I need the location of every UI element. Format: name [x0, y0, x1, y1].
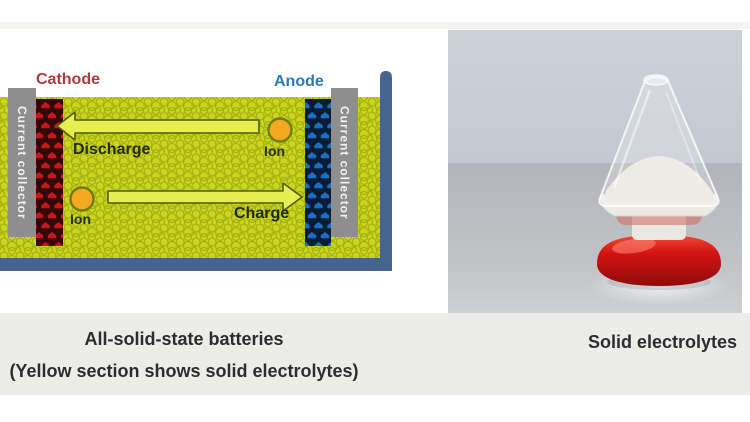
cone-top-opening: [643, 74, 669, 86]
cathode-electrode: [36, 99, 63, 246]
ion-circle-bottom: [69, 186, 95, 212]
electrolyte-powder: [605, 156, 714, 202]
current-collector-right: Current collector: [331, 88, 358, 237]
current-collector-right-label: Current collector: [337, 105, 352, 220]
vial-red-base: [597, 235, 721, 286]
current-collector-left-bar: [8, 88, 36, 237]
current-collector-left-label: Current collector: [15, 105, 29, 220]
top-divider-band: [0, 22, 750, 29]
glass-highlight-right: [665, 91, 701, 181]
ion-label-top: Ion: [264, 143, 285, 159]
current-collector-right-bar: [331, 88, 358, 237]
caption-band: All-solid-state batteries (Yellow sectio…: [0, 313, 750, 395]
charge-arrow: [107, 182, 303, 212]
right-caption: Solid electrolytes: [587, 332, 737, 352]
left-caption-title: All-solid-state batteries: [84, 329, 284, 349]
ion-circle-top: [267, 117, 293, 143]
charge-label: Charge: [234, 205, 290, 222]
discharge-label: Discharge: [73, 141, 151, 158]
left-caption-subtitle: (Yellow section shows solid electrolytes…: [9, 361, 359, 381]
solid-electrolyte-photo: [448, 30, 742, 313]
battery-diagram: [0, 71, 392, 271]
anode-label: Anode: [274, 73, 324, 90]
glass-cone: [598, 76, 720, 207]
cathode-label: Cathode: [36, 71, 100, 88]
current-collector-left: Current collector: [8, 88, 36, 237]
photo-background-wall: [448, 30, 742, 163]
red-base-highlight: [612, 238, 656, 254]
anode-electrode: [305, 99, 331, 246]
discharge-arrow: [56, 111, 260, 141]
glass-highlight-left: [612, 89, 652, 189]
container-right-wall: [380, 71, 392, 271]
ion-label-bottom: Ion: [70, 211, 91, 227]
container-bottom-wall: [0, 258, 392, 271]
